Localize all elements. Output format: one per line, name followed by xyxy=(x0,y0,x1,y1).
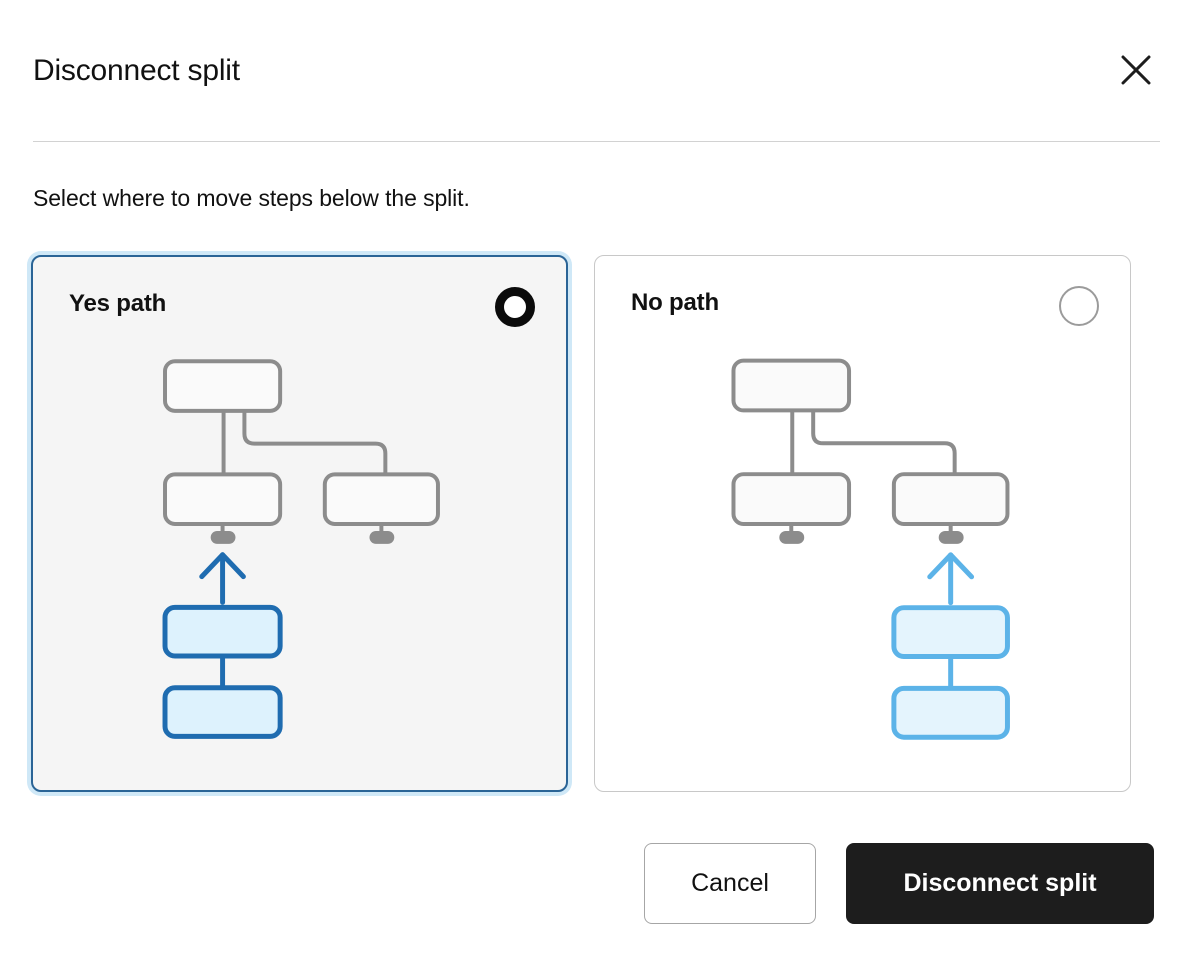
insertion-arrow xyxy=(927,552,975,606)
diagram-node-right xyxy=(322,472,440,526)
option-card-no-path[interactable]: No path xyxy=(594,255,1131,792)
header-divider xyxy=(33,141,1160,142)
radio-yes-path[interactable] xyxy=(495,287,535,327)
diagram-no-path xyxy=(731,358,1010,740)
moved-step-1 xyxy=(891,605,1010,659)
moved-step-2 xyxy=(162,685,283,739)
instruction-text: Select where to move steps below the spl… xyxy=(33,185,470,211)
radio-no-path[interactable] xyxy=(1059,286,1099,326)
cancel-button[interactable]: Cancel xyxy=(644,843,816,924)
diagram-node-left xyxy=(163,472,283,526)
page-title: Disconnect split xyxy=(33,54,240,87)
moved-step-1 xyxy=(162,604,283,659)
close-icon-button[interactable] xyxy=(1112,46,1160,94)
disconnect-split-button[interactable]: Disconnect split xyxy=(846,843,1154,924)
insertion-arrow xyxy=(199,552,246,605)
diagram-node-top xyxy=(731,358,852,413)
close-icon xyxy=(1119,53,1153,87)
diagram-stubs xyxy=(779,523,964,544)
moved-step-2 xyxy=(891,685,1010,740)
dialog-footer: Cancel Disconnect split xyxy=(0,843,1160,927)
dialog-header: Disconnect split xyxy=(33,40,1160,102)
option-label-no-path: No path xyxy=(631,289,719,316)
diagram-stubs xyxy=(210,523,395,544)
diagram-node-right xyxy=(891,472,1010,526)
option-label-yes-path: Yes path xyxy=(69,290,167,317)
option-card-yes-path[interactable]: Yes path xyxy=(31,255,568,792)
diagram-node-left xyxy=(731,472,852,526)
diagram-node-top xyxy=(163,359,283,413)
diagram-yes-path xyxy=(162,359,440,739)
